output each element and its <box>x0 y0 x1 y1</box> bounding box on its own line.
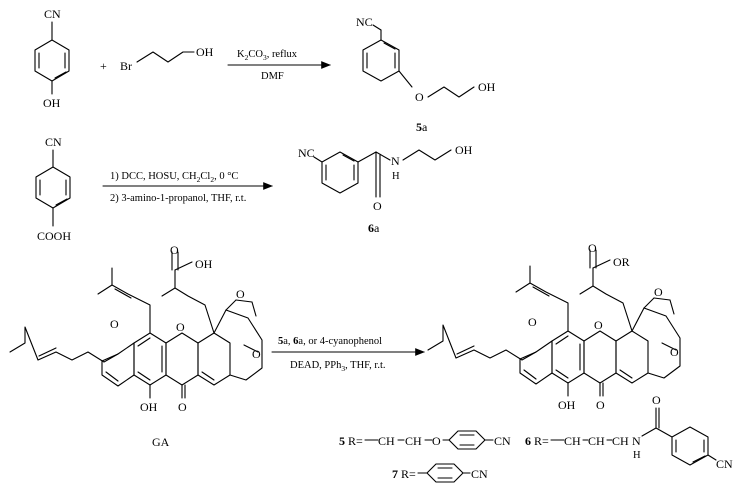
gambogic-acid-structure: O OH O O O O OH O <box>9 243 263 414</box>
amide-o-label: O <box>373 199 382 213</box>
nc-label: NC <box>356 15 373 29</box>
svg-text:CH: CH <box>378 434 395 448</box>
prod-ketone-o: O <box>596 398 605 412</box>
r-group-6: 6 R= CH CH CH N H O CN <box>525 393 733 471</box>
condition-aminopropanol: 2) 3-amino-1-propanol, THF, r.t. <box>110 193 246 204</box>
reaction-1: CN OH + Br OH K2CO3, reflux DMF NC O OH <box>34 7 496 134</box>
svg-text:7 R=: 7 R= <box>392 467 416 481</box>
ga-label: GA <box>152 435 170 449</box>
product-6a-structure: NC O N H OH <box>298 143 473 213</box>
ga-ketone-o: O <box>178 400 187 414</box>
ga-ester-structure: O OR O O O O OH O <box>427 241 681 412</box>
bromoethanol-structure: Br OH <box>120 45 214 73</box>
svg-text:O: O <box>652 393 661 407</box>
prod-phenol-oh: OH <box>558 398 576 412</box>
svg-text:CH: CH <box>405 434 422 448</box>
ester-carbonyl-o: O <box>588 241 597 255</box>
compound-5a-label: 5a <box>416 120 428 134</box>
br-label: Br <box>120 59 132 73</box>
svg-text:O: O <box>432 434 441 448</box>
condition-dmf: DMF <box>261 71 284 82</box>
svg-text:CH: CH <box>612 434 629 448</box>
amide-h-label: H <box>392 171 400 182</box>
prod-xanthone-o: O <box>594 318 603 332</box>
product-5a-structure: NC O OH <box>356 15 496 104</box>
svg-text:N: N <box>632 434 641 448</box>
ga-acid-oh: OH <box>195 257 213 271</box>
compound-6a-label: 6a <box>368 221 380 235</box>
cyanobenzoic-acid-structure: CN COOH <box>35 135 71 243</box>
reaction-3: O OH O O O O OH O GA 5a, 6a, or 4-cyanop… <box>9 241 681 449</box>
amide-n-label: N <box>391 154 400 168</box>
r-group-5: 5 R= CH CH O CN <box>339 430 511 450</box>
svg-text:5 R=: 5 R= <box>339 434 363 448</box>
condition-reagents: 5a, 6a, or 4-cyanophenol <box>278 336 382 347</box>
svg-text:6 R=: 6 R= <box>525 434 549 448</box>
oh-label: OH <box>43 96 61 110</box>
ga-phenol-oh: OH <box>140 400 158 414</box>
prod-cage-ketone-o: O <box>670 345 679 359</box>
prod-bridge-o: O <box>654 285 663 299</box>
oh-label-3: OH <box>478 80 496 94</box>
cn-label-2: CN <box>45 135 62 149</box>
reaction-2: CN COOH 1) DCC, HOSU, CH2Cl2, 0 °C 2) 3-… <box>35 135 473 243</box>
svg-text:CN: CN <box>471 467 488 481</box>
r-group-7: 7 R= CN <box>392 463 488 483</box>
svg-text:H: H <box>633 450 641 461</box>
svg-text:CN: CN <box>494 434 511 448</box>
ga-pyran-o: O <box>110 317 119 331</box>
ga-xanthone-o: O <box>176 320 185 334</box>
condition-dcc: 1) DCC, HOSU, CH2Cl2, 0 °C <box>110 171 238 184</box>
condition-dead: DEAD, PPh3, THF, r.t. <box>290 360 385 373</box>
oh-label-2: OH <box>196 45 214 59</box>
cn-label: CN <box>44 7 61 21</box>
ga-cage-ketone-o: O <box>252 347 261 361</box>
cyanophenol-structure: CN OH <box>34 7 70 110</box>
condition-k2co3: K2CO3, reflux <box>237 49 298 62</box>
svg-text:CH: CH <box>588 434 605 448</box>
r-group-definitions: 5 R= CH CH O CN 6 R= CH CH CH N H <box>339 393 733 483</box>
nc-label-2: NC <box>298 146 315 160</box>
svg-text:CH: CH <box>564 434 581 448</box>
ga-acid-o: O <box>170 243 179 257</box>
ether-o-label: O <box>415 90 424 104</box>
prod-pyran-o: O <box>528 315 537 329</box>
cooh-label: COOH <box>37 229 71 243</box>
oh-label-4: OH <box>455 143 473 157</box>
ga-bridge-o: O <box>236 287 245 301</box>
svg-text:CN: CN <box>716 457 733 471</box>
plus-sign: + <box>100 59 107 73</box>
ester-or: OR <box>613 255 630 269</box>
